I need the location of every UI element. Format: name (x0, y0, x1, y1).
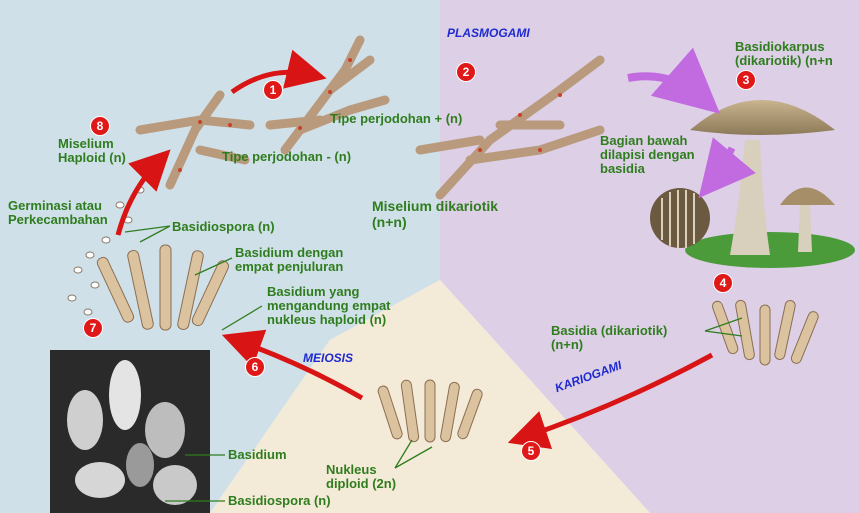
step-badge-8: 8 (90, 116, 110, 136)
label-nukleus-diploid: Nukleus diploid (2n) (326, 463, 396, 491)
micrograph (50, 350, 210, 513)
label-basidium-empat: Basidium dengan empat penjuluran (235, 246, 343, 274)
label-basidium-micrograph: Basidium (228, 448, 287, 462)
label-basidium-nukleus: Basidium yang mengandung empat nukleus h… (267, 285, 391, 327)
step-badge-6: 6 (245, 357, 265, 377)
label-germinasi: Germinasi atau Perkecambahan (8, 199, 108, 227)
plasmogami-label: PLASMOGAMI (447, 26, 530, 40)
step-badge-1: 1 (263, 80, 283, 100)
label-bagian-bawah: Bagian bawah dilapisi dengan basidia (600, 134, 695, 176)
label-basidiospora-micrograph: Basidiospora (n) (228, 494, 331, 508)
step-badge-5: 5 (521, 441, 541, 461)
label-basidiospora: Basidiospora (n) (172, 220, 275, 234)
step-badge-7: 7 (83, 318, 103, 338)
label-basidiokarpus: Basidiokarpus (dikariotik) (n+n (735, 40, 833, 68)
label-miselium-dikariotik: Miselium dikariotik (n+n) (372, 198, 498, 230)
label-tipe-minus: Tipe perjodohan - (n) (222, 150, 351, 164)
step-badge-3: 3 (736, 70, 756, 90)
label-tipe-plus: Tipe perjodohan + (n) (330, 112, 462, 126)
step-badge-2: 2 (456, 62, 476, 82)
label-basidia-dikariotik: Basidia (dikariotik) (n+n) (551, 324, 667, 352)
step-badge-4: 4 (713, 273, 733, 293)
meiosis-label: MEIOSIS (303, 351, 353, 365)
label-miselium-haploid: Miselium Haploid (n) (58, 137, 126, 165)
